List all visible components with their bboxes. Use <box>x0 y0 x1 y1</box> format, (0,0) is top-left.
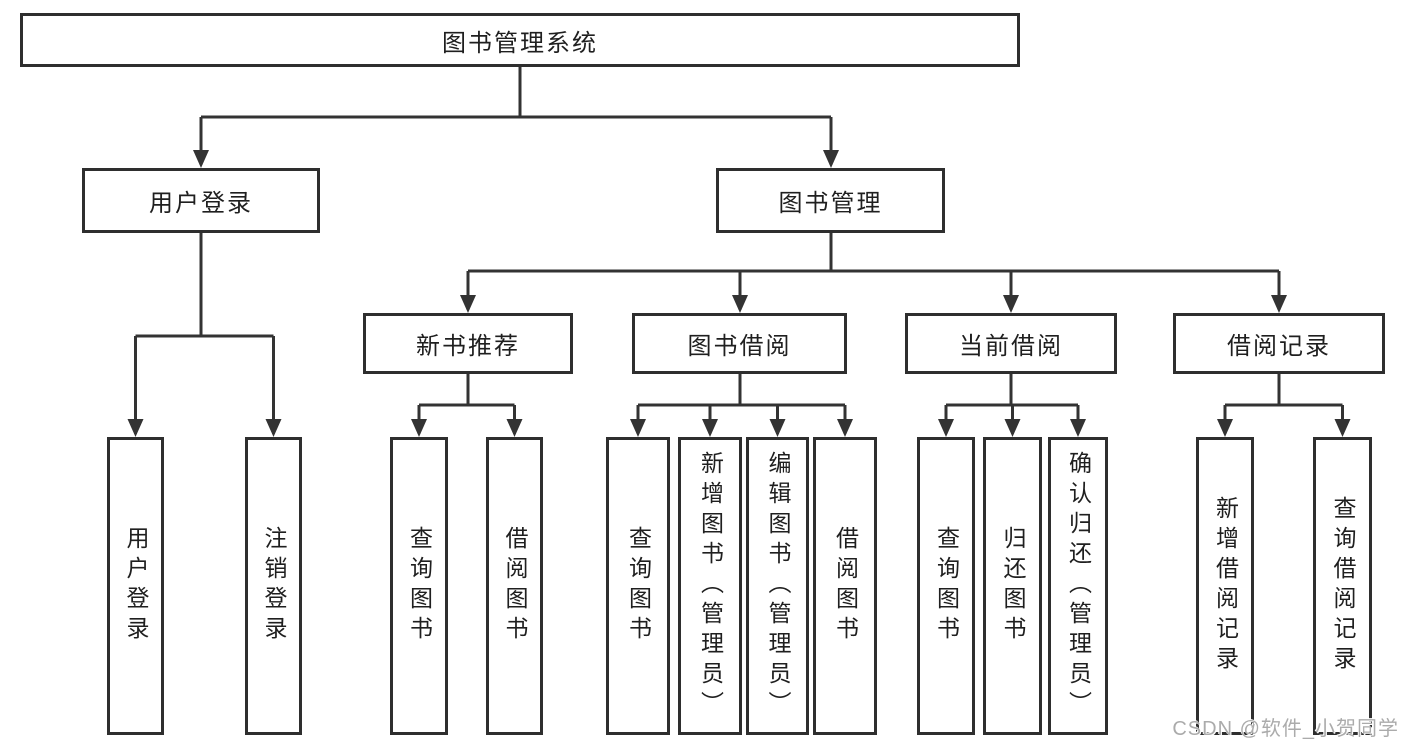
leaf-query-borrow-record-label: 查询借阅记录 <box>1330 496 1356 676</box>
leaf-logout: 注销登录 <box>245 437 302 735</box>
node-user-login: 用户登录 <box>82 168 320 233</box>
leaf-add-book-admin: 新增图书（管理员） <box>678 437 742 735</box>
leaf-add-borrow-record: 新增借阅记录 <box>1196 437 1254 735</box>
node-new-book-recommendation: 新书推荐 <box>363 313 573 374</box>
node-library-management-system: 图书管理系统 <box>20 13 1020 67</box>
leaf-logout-label: 注销登录 <box>261 526 287 646</box>
leaf-return-books-label: 归还图书 <box>1000 526 1026 646</box>
leaf-user-login-label: 用户登录 <box>123 526 149 646</box>
node-book-management: 图书管理 <box>716 168 945 233</box>
leaf-confirm-return-admin-label: 确认归还（管理员） <box>1065 451 1092 721</box>
leaf-borrow-books-label: 借阅图书 <box>832 526 859 646</box>
leaf-borrow-books-recommend: 借阅图书 <box>486 437 543 735</box>
leaf-query-books-current-label: 查询图书 <box>933 526 960 646</box>
leaf-query-books-recommend: 查询图书 <box>390 437 448 735</box>
leaf-query-books-borrow-label: 查询图书 <box>625 526 652 646</box>
leaf-borrow-books: 借阅图书 <box>813 437 877 735</box>
leaf-query-books-current: 查询图书 <box>917 437 975 735</box>
leaf-return-books: 归还图书 <box>983 437 1042 735</box>
node-book-borrowing: 图书借阅 <box>632 313 847 374</box>
csdn-watermark: CSDN @软件_小贺同学 <box>1172 718 1399 740</box>
leaf-edit-book-admin-label: 编辑图书（管理员） <box>765 451 791 721</box>
leaf-query-books-borrow: 查询图书 <box>606 437 670 735</box>
leaf-edit-book-admin: 编辑图书（管理员） <box>746 437 809 735</box>
leaf-borrow-books-recommend-label: 借阅图书 <box>502 526 528 646</box>
leaf-add-book-admin-label: 新增图书（管理员） <box>697 451 724 721</box>
leaf-confirm-return-admin: 确认归还（管理员） <box>1048 437 1108 735</box>
leaf-query-books-recommend-label: 查询图书 <box>406 526 433 646</box>
node-borrowing-records: 借阅记录 <box>1173 313 1385 374</box>
leaf-query-borrow-record: 查询借阅记录 <box>1313 437 1372 735</box>
node-current-borrowing: 当前借阅 <box>905 313 1117 374</box>
leaf-add-borrow-record-label: 新增借阅记录 <box>1212 496 1239 676</box>
leaf-user-login: 用户登录 <box>107 437 164 735</box>
